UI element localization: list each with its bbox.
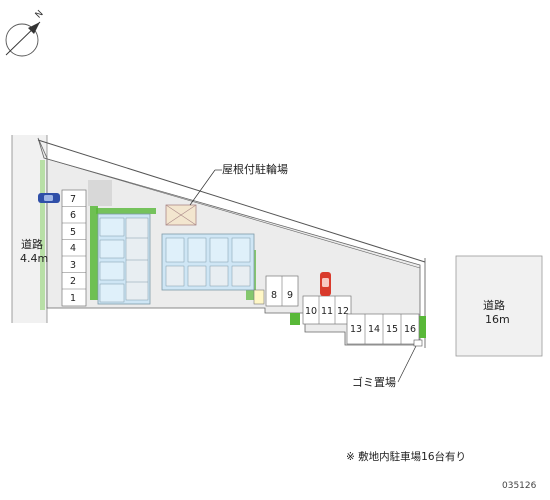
small-green-2 <box>418 316 426 338</box>
left-road-width: 4.4m <box>20 252 49 265</box>
parking-pad <box>88 180 112 206</box>
left-road-label: 道路 <box>21 238 43 251</box>
image-code: 035126 <box>502 481 537 491</box>
right-road <box>455 255 543 357</box>
red-car-icon <box>320 272 331 296</box>
meter-box <box>253 289 265 305</box>
parking-6: 6 <box>70 210 76 221</box>
parking-10: 10 <box>305 306 317 317</box>
parking-note: ※ 敷地内駐車場16台有り <box>346 451 466 463</box>
green-strip-left <box>40 160 45 310</box>
left-parking-column <box>61 189 87 307</box>
parking-8: 8 <box>271 290 277 301</box>
right-road-width: 16m <box>485 313 510 326</box>
hedge-top <box>96 208 156 214</box>
parking-15: 15 <box>386 324 398 335</box>
building-a <box>97 213 151 305</box>
site-boundary-top-inner <box>43 157 421 269</box>
bike-parking-label: 屋根付駐輪場 <box>222 163 288 176</box>
garbage-leader-line <box>397 345 417 383</box>
right-road-label: 道路 <box>483 299 505 312</box>
building-b <box>161 233 255 291</box>
parking-11: 11 <box>321 306 333 317</box>
site-boundary-top <box>37 139 426 263</box>
parking-5: 5 <box>70 227 76 238</box>
garbage-label: ゴミ置場 <box>352 376 396 389</box>
parking-row-middle <box>302 295 352 325</box>
parking-4: 4 <box>70 243 76 254</box>
parking-3: 3 <box>70 260 76 271</box>
small-green-1 <box>290 313 300 325</box>
parking-1: 1 <box>70 293 76 304</box>
parking-16: 16 <box>404 324 416 335</box>
parking-9: 9 <box>287 290 293 301</box>
parking-row-bottom <box>346 313 420 345</box>
parking-14: 14 <box>368 324 380 335</box>
garbage-box <box>413 339 423 347</box>
parking-13: 13 <box>350 324 362 335</box>
blue-car-icon <box>38 193 60 203</box>
hedge-left <box>90 205 98 300</box>
north-compass-icon <box>5 21 41 57</box>
bike-leader-line <box>189 169 216 206</box>
parking-7: 7 <box>70 194 76 205</box>
parking-12: 12 <box>337 306 349 317</box>
parking-row-top <box>265 275 299 307</box>
parking-2: 2 <box>70 276 76 287</box>
north-letter: N <box>34 9 46 21</box>
bike-parking-area <box>165 204 197 226</box>
